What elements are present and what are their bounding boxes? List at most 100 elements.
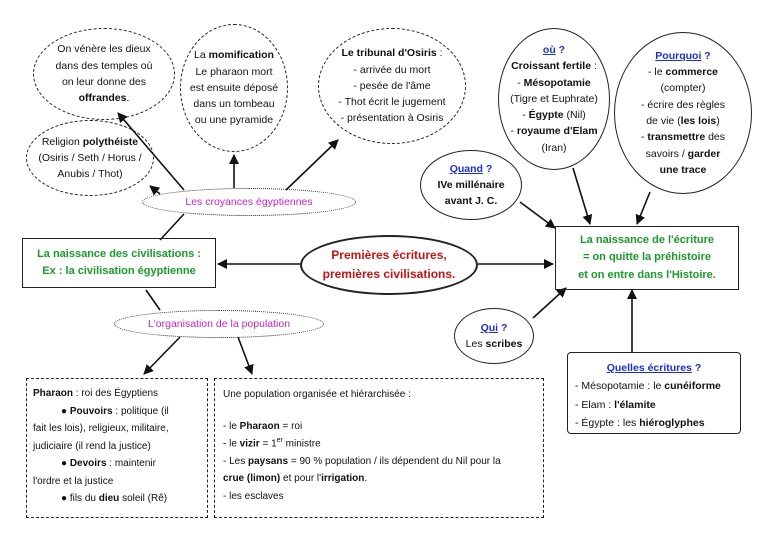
tribunal-item: - présentation à Osiris <box>340 112 444 125</box>
son-text: fils du <box>69 493 99 504</box>
why-bubble: Pourquoi ? - le commerce (compter) - écr… <box>614 32 752 194</box>
writing-line-3: et on entre dans l'Histoire. <box>578 268 716 281</box>
why-l5b: transmettre <box>647 131 706 144</box>
p2a: - le <box>223 438 240 450</box>
why-line-7: une trace <box>660 162 707 178</box>
religion-line-2: (Osiris / Seth / Horus / <box>38 151 142 164</box>
which-line-3: - Égypte : les hiéroglyphes <box>575 414 733 432</box>
p4b: et pour l' <box>280 473 322 485</box>
when-line-2: avant J. C. <box>445 193 498 209</box>
which-line-1: - Mésopotamie : le cunéiforme <box>575 377 733 395</box>
pharaoh-line-1-text: : roi des Égyptiens <box>73 388 159 399</box>
civilisations-line-2: Ex : la civilisation égyptienne <box>42 265 196 277</box>
who-bubble: Qui ? Les scribes <box>454 308 534 364</box>
pharaoh-line-1: Pharaon : roi des Égyptiens <box>33 385 201 403</box>
sun-text: soleil (Rê) <box>119 493 168 504</box>
tribunal-item: - arrivée du mort <box>353 63 431 76</box>
duties-label: Devoirs <box>69 458 107 469</box>
when-line-1-text: IVe millénaire <box>437 178 505 191</box>
worship-bubble: On vénère les dieux dans des temples où … <box>33 28 175 120</box>
dash: - <box>510 125 517 138</box>
p2c: = 1 <box>259 438 277 450</box>
worship-line-4: offrandes. <box>79 90 130 106</box>
pharaoh-box: Pharaon : roi des Égyptiens ● Pouvoirs :… <box>26 378 208 518</box>
organisation-label: L'organisation de la population <box>147 317 291 330</box>
mummification-bubble: La momification Le pharaon mort est ensu… <box>180 24 288 152</box>
which-question: Quelles écritures <box>606 362 692 374</box>
where-meso-detail: (Tigre et Euphrate) <box>510 92 598 105</box>
population-line-peasants: - Les paysans = 90 % population / ils dé… <box>223 453 535 471</box>
why-line-6: savoirs / garder <box>646 146 721 162</box>
tribunal-item: - pesée de l'âme <box>353 79 431 92</box>
who-qmark: ? <box>498 321 508 334</box>
mummification-title: momification <box>208 49 274 62</box>
why-l1a: - le <box>647 66 666 79</box>
arrow-who-to-writing <box>532 287 567 319</box>
why-l1b: commerce <box>665 66 719 79</box>
which-line-2: - Elam : l'élamite <box>575 396 733 414</box>
where-question: où <box>542 44 556 57</box>
religion-polytheist: polythéiste <box>82 135 139 148</box>
arrow-why-to-writing <box>635 191 651 225</box>
mummification-line-2: Le pharaon mort <box>195 65 273 78</box>
why-line-3: - écrire des règles <box>640 98 726 111</box>
why-l4b: les lois <box>680 115 717 127</box>
arrow-organisation-to-population <box>237 336 254 375</box>
when-qmark: ? <box>482 162 493 175</box>
beliefs-label-oval: Les croyances égyptiennes <box>142 188 356 216</box>
when-bubble: Quand ? IVe millénaire avant J. C. <box>420 150 522 220</box>
p3a: - Les <box>223 455 249 467</box>
mummification-line-3: est ensuite déposé <box>189 81 279 94</box>
when-line-2-text: avant J. C. <box>444 195 498 208</box>
which-l2a: - Elam : <box>575 398 615 411</box>
where-question-line: où ? <box>543 42 565 58</box>
where-elam-line: - royaume d'Elam <box>510 123 597 139</box>
religion-line-1: Religion polythéiste <box>42 134 138 150</box>
where-qmark: ? <box>555 44 566 57</box>
who-prefix: Les <box>465 338 486 350</box>
arrow-where-to-writing <box>572 167 593 225</box>
duties-line-2: l'ordre et la justice <box>33 475 114 487</box>
mummification-line-4: dans un tombeau <box>193 98 275 111</box>
worship-offerings: offrandes <box>78 92 127 105</box>
p3c: = 90 % population / ils dépendent du Nil… <box>288 455 501 467</box>
where-egypt-line: - Égypte (Nil) <box>522 107 586 123</box>
which-qmark: ? <box>691 362 702 374</box>
pharaoh-duties: ● Devoirs : maintenir <box>33 455 201 473</box>
why-l7: une trace <box>659 163 707 176</box>
organisation-label-oval: L'organisation de la population <box>114 310 324 338</box>
why-l4a: de vie ( <box>646 115 681 127</box>
writing-box: La naissance de l'écriture = on quitte l… <box>555 226 739 290</box>
who-question: Qui <box>480 321 499 334</box>
why-question-line: Pourquoi ? <box>655 48 710 64</box>
why-line-5: - transmettre des <box>641 129 725 145</box>
population-title: Une population organisée et hiérarchisée… <box>223 389 411 400</box>
worship-line-1: On vénère les dieux <box>57 43 151 56</box>
dash: - <box>522 109 529 122</box>
bullet-icon: ● <box>61 405 68 417</box>
duties-text: : maintenir <box>106 458 156 469</box>
which-l3b: hiéroglyphes <box>639 417 705 430</box>
p1b: Pharaon <box>239 420 280 432</box>
where-region: Croissant fertile <box>511 60 592 73</box>
worship-line-2: dans des temples où <box>55 59 153 72</box>
beliefs-label: Les croyances égyptiennes <box>185 195 313 208</box>
who-answer: Les scribes <box>466 336 523 352</box>
why-l5a: - <box>640 131 648 144</box>
population-line-pharaoh: - le Pharaon = roi <box>223 418 535 436</box>
when-question: Quand <box>449 162 483 175</box>
p1a: - le <box>223 420 240 432</box>
tribunal-colon: : <box>436 47 443 60</box>
central-topic-line-2: premières civilisations. <box>322 267 456 281</box>
p2sup: er <box>276 437 283 444</box>
p4d: . <box>364 473 368 485</box>
p2b: vizir <box>239 438 260 450</box>
tribunal-title: Le tribunal d'Osiris <box>341 47 437 60</box>
mummification-line-5: ou une pyramide <box>194 114 274 127</box>
who-question-line: Qui ? <box>481 320 508 336</box>
pharaoh-powers: ● Pouvoirs : politique (il <box>33 403 201 421</box>
arrow-organisation-to-pharaoh <box>143 336 181 375</box>
pharaoh-son-of-god: ● fils du dieu soleil (Rê) <box>33 490 201 508</box>
why-l6b: garder <box>687 147 721 160</box>
arrow-when-to-writing <box>519 201 556 229</box>
